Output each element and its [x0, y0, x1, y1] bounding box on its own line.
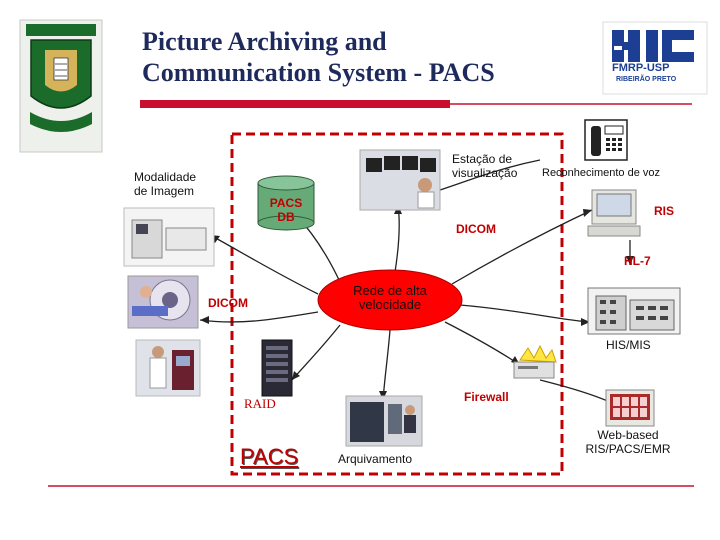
pacs-db-cylinder — [257, 175, 315, 231]
faculty-crest-logo — [19, 19, 103, 153]
technician-image — [135, 339, 201, 397]
arrow-to-his — [459, 304, 591, 323]
viewing-station-image — [359, 149, 441, 211]
label-estacao: Estação de visualização — [452, 152, 518, 180]
arrow-to-firewall — [444, 321, 521, 366]
network-hub — [317, 269, 463, 331]
arrow-to-archive — [382, 329, 391, 401]
ct-scanner-image — [123, 207, 215, 267]
label-pacs-bottom: PACS — [240, 444, 299, 469]
phone-icon — [584, 119, 628, 161]
raid-server-icon — [261, 339, 293, 397]
mri-patient-image — [127, 275, 199, 329]
label-rede: Rede de alta velocidade — [353, 283, 427, 312]
ris-computer-icon — [587, 189, 641, 237]
logo-name: FMRP-USP — [612, 62, 670, 74]
label-arquivamento: Arquivamento — [338, 452, 413, 466]
label-pacs-db: PACS DB — [269, 196, 303, 224]
label-reconhecimento: Reconhecimento de voz — [542, 167, 661, 179]
arrow-to-dicom-left — [199, 311, 319, 323]
logo-city: RIBEIRÃO PRETO — [616, 76, 677, 83]
label-raid: RAID — [244, 396, 276, 411]
label-ris: RIS — [654, 204, 675, 218]
title-underline — [140, 100, 450, 108]
arrow-to-modality — [209, 234, 319, 295]
archive-image — [345, 395, 423, 447]
hc-fmrp-logo — [602, 21, 708, 95]
label-hl7: HL-7 — [624, 254, 651, 268]
arrow-to-viewstation — [394, 204, 400, 273]
firewall-icon — [513, 344, 557, 379]
label-his-mis: HIS/MIS — [606, 338, 651, 352]
title-line-2: Communication System - PACS — [142, 58, 495, 87]
arrow-to-ris — [451, 209, 593, 285]
page-title: Picture Archiving and Communication Syst… — [142, 26, 495, 88]
pacs-boundary — [230, 132, 564, 476]
web-monitor-icon — [605, 389, 655, 427]
arrow-to-raid — [291, 324, 341, 381]
arrow-viewstation-voice — [439, 159, 541, 191]
label-dicom-left: DICOM — [208, 296, 248, 310]
his-building-icon — [587, 287, 681, 335]
label-modalidade: Modalidade de Imagem — [134, 170, 197, 198]
label-firewall: Firewall — [464, 390, 509, 404]
title-line-1: Picture Archiving and — [142, 27, 387, 56]
label-dicom-top: DICOM — [456, 222, 496, 236]
logo-mark: HC — [640, 32, 641, 33]
label-web-based: Web-based RIS/PACS/EMR — [585, 428, 671, 456]
